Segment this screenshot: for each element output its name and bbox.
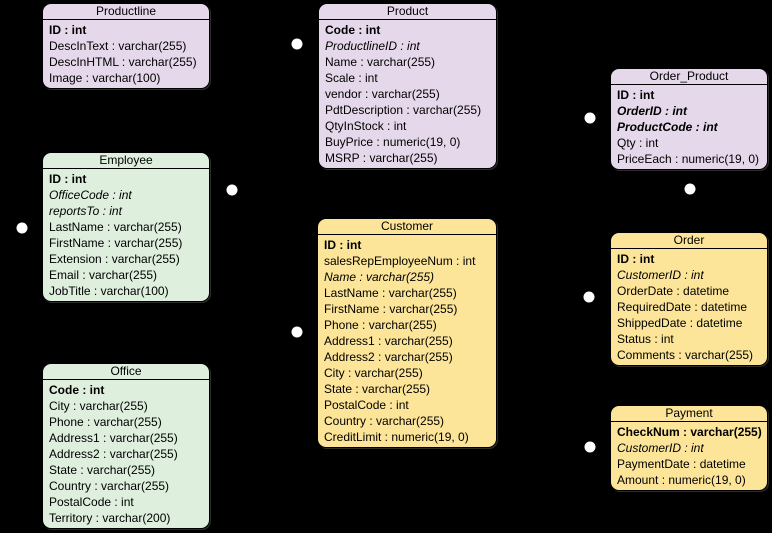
relationship-endpoint-dot <box>291 38 303 50</box>
entity-field-row: CreditLimit : numeric(19, 0) <box>324 430 469 444</box>
relationship-endpoint-dot <box>583 291 595 303</box>
entity-field-row: PriceEach : numeric(19, 0) <box>617 152 760 166</box>
entity-field-row: Name : varchar(255) <box>324 270 435 284</box>
relationship-endpoint-dot <box>226 184 238 196</box>
entity-field-row: Address2 : varchar(255) <box>49 447 178 461</box>
entity-field-row: LastName : varchar(255) <box>49 220 182 234</box>
entity-field-row: Phone : varchar(255) <box>324 318 437 332</box>
entity-table-title: Office <box>43 364 209 380</box>
entity-field-row: ID : int <box>617 88 655 102</box>
entity-field-row: RequiredDate : datetime <box>617 300 748 314</box>
entity-field-row: MSRP : varchar(255) <box>325 151 438 165</box>
entity-field-row: PdtDescription : varchar(255) <box>325 103 482 117</box>
entity-field-row: PostalCode : int <box>49 495 134 509</box>
entity-field-row: Amount : numeric(19, 0) <box>617 473 746 487</box>
entity-field-row: Extension : varchar(255) <box>49 252 180 266</box>
entity-field-row: ID : int <box>324 238 362 252</box>
entity-field-row: CustomerID : int <box>617 441 704 455</box>
entity-field-row: PaymentDate : datetime <box>617 457 746 471</box>
entity-field-row: reportsTo : int <box>49 204 122 218</box>
entity-field-row: CheckNum : varchar(255) <box>617 425 762 439</box>
entity-field-row: Address1 : varchar(255) <box>324 334 453 348</box>
entity-field-row: ID : int <box>617 252 655 266</box>
entity-table-title: Payment <box>611 406 767 422</box>
entity-field-row: ShippedDate : datetime <box>617 316 743 330</box>
entity-field-row: Image : varchar(100) <box>49 71 161 85</box>
entity-table-title: Order <box>611 233 767 249</box>
entity-table-title: Product <box>319 4 496 20</box>
entity-field-row: City : varchar(255) <box>49 399 148 413</box>
entity-field-row: OrderDate : datetime <box>617 284 730 298</box>
entity-field-row: PostalCode : int <box>324 398 409 412</box>
relationship-endpoint-dot <box>684 183 696 195</box>
entity-field-row: CustomerID : int <box>617 268 704 282</box>
entity-field-row: ID : int <box>49 172 87 186</box>
entity-field-row: Country : varchar(255) <box>49 479 170 493</box>
entity-field-row: Address2 : varchar(255) <box>324 350 453 364</box>
entity-field-row: LastName : varchar(255) <box>324 286 457 300</box>
entity-field-row: OrderID : int <box>617 104 688 118</box>
entity-field-row: State : varchar(255) <box>324 382 431 396</box>
entity-field-row: ProductCode : int <box>617 120 718 134</box>
entity-field-row: Code : int <box>325 23 381 37</box>
entity-field-row: Email : varchar(255) <box>49 268 158 282</box>
entity-table-title: Customer <box>318 219 496 235</box>
entity-field-row: FirstName : varchar(255) <box>324 302 458 316</box>
entity-field-row: Status : int <box>617 332 674 346</box>
entity-field-row: State : varchar(255) <box>49 463 156 477</box>
entity-field-row: City : varchar(255) <box>324 366 423 380</box>
entity-table-title: Order_Product <box>611 69 767 85</box>
relationship-endpoint-dot <box>291 326 303 338</box>
relationship-endpoint-dot <box>584 112 596 124</box>
entity-table-customer[interactable]: Customer ID : int salesRepEmployeeNum : in… <box>317 218 497 448</box>
entity-field-row: ProductlineID : int <box>325 39 420 53</box>
entity-table-title: Employee <box>43 153 209 169</box>
entity-field-row: JobTitle : varchar(100) <box>49 284 169 298</box>
relationship-endpoint-dot <box>584 441 596 453</box>
entity-field-row: BuyPrice : numeric(19, 0) <box>325 135 461 149</box>
entity-field-row: Phone : varchar(255) <box>49 415 162 429</box>
entity-table-title: Productline <box>43 4 209 20</box>
entity-field-row: vendor : varchar(255) <box>325 87 440 101</box>
entity-field-row: OfficeCode : int <box>49 188 132 202</box>
entity-field-row: Address1 : varchar(255) <box>49 431 178 445</box>
entity-field-row: Name : varchar(255) <box>325 55 436 69</box>
entity-field-row: Country : varchar(255) <box>324 414 445 428</box>
entity-field-row: DescInText : varchar(255) <box>49 39 187 53</box>
entity-field-row: FirstName : varchar(255) <box>49 236 183 250</box>
entity-field-row: Code : int <box>49 383 105 397</box>
entity-field-row: QtyInStock : int <box>325 119 407 133</box>
entity-field-row: Qty : int <box>617 136 659 150</box>
entity-field-row: DescInHTML : varchar(255) <box>49 55 197 69</box>
entity-field-row: ID : int <box>49 23 87 37</box>
entity-field-row: salesRepEmployeeNum : int <box>324 254 476 268</box>
entity-field-row: Scale : int <box>325 71 378 85</box>
entity-field-row: Territory : varchar(200) <box>49 511 171 525</box>
relationship-endpoint-dot <box>16 222 28 234</box>
entity-field-row: Comments : varchar(255) <box>617 348 754 362</box>
